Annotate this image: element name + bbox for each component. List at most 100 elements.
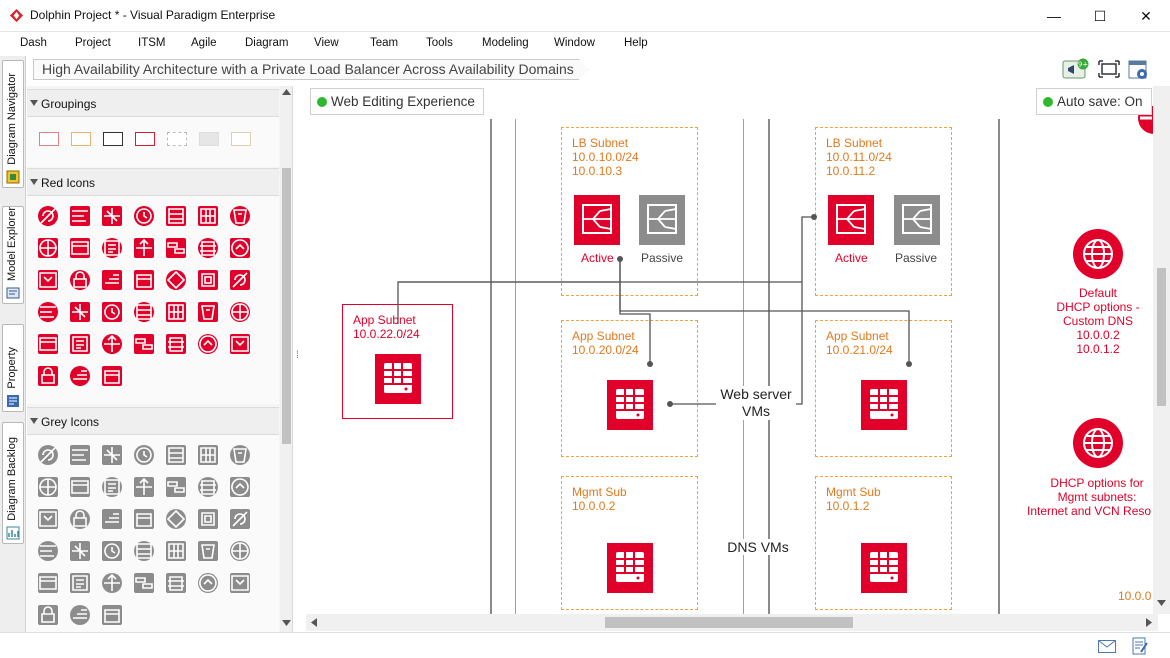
red-palette-icon[interactable]	[133, 237, 155, 259]
red-palette-icon[interactable]	[133, 269, 155, 291]
fit-diagram-icon[interactable]	[1098, 59, 1120, 79]
grey-palette-icon[interactable]	[133, 476, 155, 498]
grey-palette-icon[interactable]	[69, 572, 91, 594]
grey-palette-icon[interactable]	[133, 572, 155, 594]
grey-palette-icon[interactable]	[165, 476, 187, 498]
menu-view[interactable]: View	[314, 37, 339, 49]
red-palette-icon[interactable]	[101, 269, 123, 291]
grey-palette-icon[interactable]	[165, 540, 187, 562]
load-balancer-passive-icon[interactable]	[894, 195, 940, 245]
red-palette-icon[interactable]	[197, 301, 219, 323]
grey-palette-icon[interactable]	[229, 540, 251, 562]
tab-diagram-navigator[interactable]: Diagram Navigator	[2, 60, 24, 188]
grey-palette-icon[interactable]	[37, 604, 59, 626]
grey-palette-icon[interactable]	[133, 444, 155, 466]
grey-palette-icon[interactable]	[165, 572, 187, 594]
grey-palette-icon[interactable]	[37, 572, 59, 594]
grouping-shape[interactable]	[39, 132, 59, 146]
minimize-button[interactable]: —	[1047, 8, 1061, 24]
load-balancer-passive-icon[interactable]	[639, 195, 685, 245]
menu-team[interactable]: Team	[370, 37, 399, 49]
grouping-shape[interactable]	[199, 132, 219, 146]
red-palette-icon[interactable]	[101, 365, 123, 387]
red-palette-icon[interactable]	[197, 237, 219, 259]
dhcp-globe-icon[interactable]	[1073, 229, 1123, 279]
grey-palette-icon[interactable]	[165, 508, 187, 530]
grey-palette-icon[interactable]	[69, 444, 91, 466]
red-palette-icon[interactable]	[229, 205, 251, 227]
web-editing-toggle[interactable]: Web Editing Experience	[310, 88, 484, 115]
grouping-shape[interactable]	[103, 132, 123, 146]
red-palette-icon[interactable]	[69, 333, 91, 355]
palette-scroll-thumb[interactable]	[282, 168, 291, 444]
grey-palette-icon[interactable]	[37, 540, 59, 562]
dns-vm-icon[interactable]	[861, 543, 907, 593]
load-balancer-active-icon[interactable]	[828, 195, 874, 245]
menu-tools[interactable]: Tools	[426, 37, 453, 49]
menu-agile[interactable]: Agile	[191, 37, 217, 49]
grey-palette-icon[interactable]	[37, 476, 59, 498]
red-palette-icon[interactable]	[69, 205, 91, 227]
red-palette-icon[interactable]	[69, 365, 91, 387]
canvas-vertical-scroll-thumb[interactable]	[1157, 268, 1166, 406]
grey-palette-icon[interactable]	[197, 572, 219, 594]
breadcrumb[interactable]: High Availability Architecture with a Pr…	[33, 59, 589, 80]
red-palette-icon[interactable]	[229, 301, 251, 323]
palette-group-grey-icons[interactable]: Grey Icons	[27, 407, 279, 435]
red-palette-icon[interactable]	[37, 301, 59, 323]
palette-group-red-icons[interactable]: Red Icons	[27, 168, 279, 196]
red-palette-icon[interactable]	[37, 237, 59, 259]
grey-palette-icon[interactable]	[69, 540, 91, 562]
red-palette-icon[interactable]	[69, 237, 91, 259]
grey-palette-icon[interactable]	[165, 444, 187, 466]
red-palette-icon[interactable]	[165, 301, 187, 323]
server-vm-icon[interactable]	[375, 354, 421, 404]
grey-palette-icon[interactable]	[37, 444, 59, 466]
grey-palette-icon[interactable]	[69, 508, 91, 530]
grey-palette-icon[interactable]	[229, 476, 251, 498]
grouping-shape[interactable]	[167, 132, 187, 146]
grouping-shape[interactable]	[135, 132, 155, 146]
grey-palette-icon[interactable]	[37, 508, 59, 530]
grey-palette-icon[interactable]	[197, 508, 219, 530]
red-palette-icon[interactable]	[37, 365, 59, 387]
server-vm-icon[interactable]	[607, 380, 653, 430]
grey-palette-icon[interactable]	[229, 508, 251, 530]
dhcp-globe-icon[interactable]	[1073, 418, 1123, 468]
grey-palette-icon[interactable]	[101, 508, 123, 530]
red-palette-icon[interactable]	[69, 269, 91, 291]
maximize-button[interactable]: ☐	[1093, 7, 1107, 24]
red-palette-icon[interactable]	[69, 301, 91, 323]
grey-palette-icon[interactable]	[69, 604, 91, 626]
server-vm-icon[interactable]	[861, 380, 907, 430]
scroll-left-arrow-icon[interactable]	[311, 618, 317, 627]
panel-splitter-handle[interactable]: ⁞	[296, 350, 299, 361]
mail-icon[interactable]	[1098, 640, 1116, 653]
grey-palette-icon[interactable]	[101, 604, 123, 626]
canvas-horizontal-scroll-thumb[interactable]	[605, 617, 853, 628]
grey-palette-icon[interactable]	[197, 476, 219, 498]
menu-help[interactable]: Help	[624, 37, 648, 49]
notification-icon[interactable]: 9+	[1062, 58, 1090, 80]
grey-palette-icon[interactable]	[101, 572, 123, 594]
red-palette-icon[interactable]	[37, 205, 59, 227]
scroll-up-arrow-icon[interactable]	[282, 89, 291, 95]
grey-palette-icon[interactable]	[133, 540, 155, 562]
autosave-status[interactable]: Auto save: On	[1036, 88, 1152, 115]
red-palette-icon[interactable]	[101, 205, 123, 227]
load-balancer-active-icon[interactable]	[574, 195, 620, 245]
red-palette-icon[interactable]	[229, 333, 251, 355]
grey-palette-icon[interactable]	[197, 540, 219, 562]
scroll-down-arrow-icon[interactable]	[1157, 600, 1166, 606]
red-palette-icon[interactable]	[165, 237, 187, 259]
palette-group-groupings[interactable]: Groupings	[27, 89, 279, 117]
red-palette-icon[interactable]	[165, 269, 187, 291]
red-palette-icon[interactable]	[197, 269, 219, 291]
scroll-right-arrow-icon[interactable]	[1146, 618, 1152, 627]
red-palette-icon[interactable]	[165, 205, 187, 227]
menu-diagram[interactable]: Diagram	[245, 37, 289, 49]
tab-model-explorer[interactable]: Model Explorer	[2, 206, 24, 304]
diagram-canvas[interactable]: LB Subnet 10.0.10.0/24 10.0.10.3 LB Subn…	[306, 86, 1170, 616]
dns-vm-icon[interactable]	[607, 543, 653, 593]
canvas-vertical-scrollbar[interactable]	[1153, 86, 1170, 614]
